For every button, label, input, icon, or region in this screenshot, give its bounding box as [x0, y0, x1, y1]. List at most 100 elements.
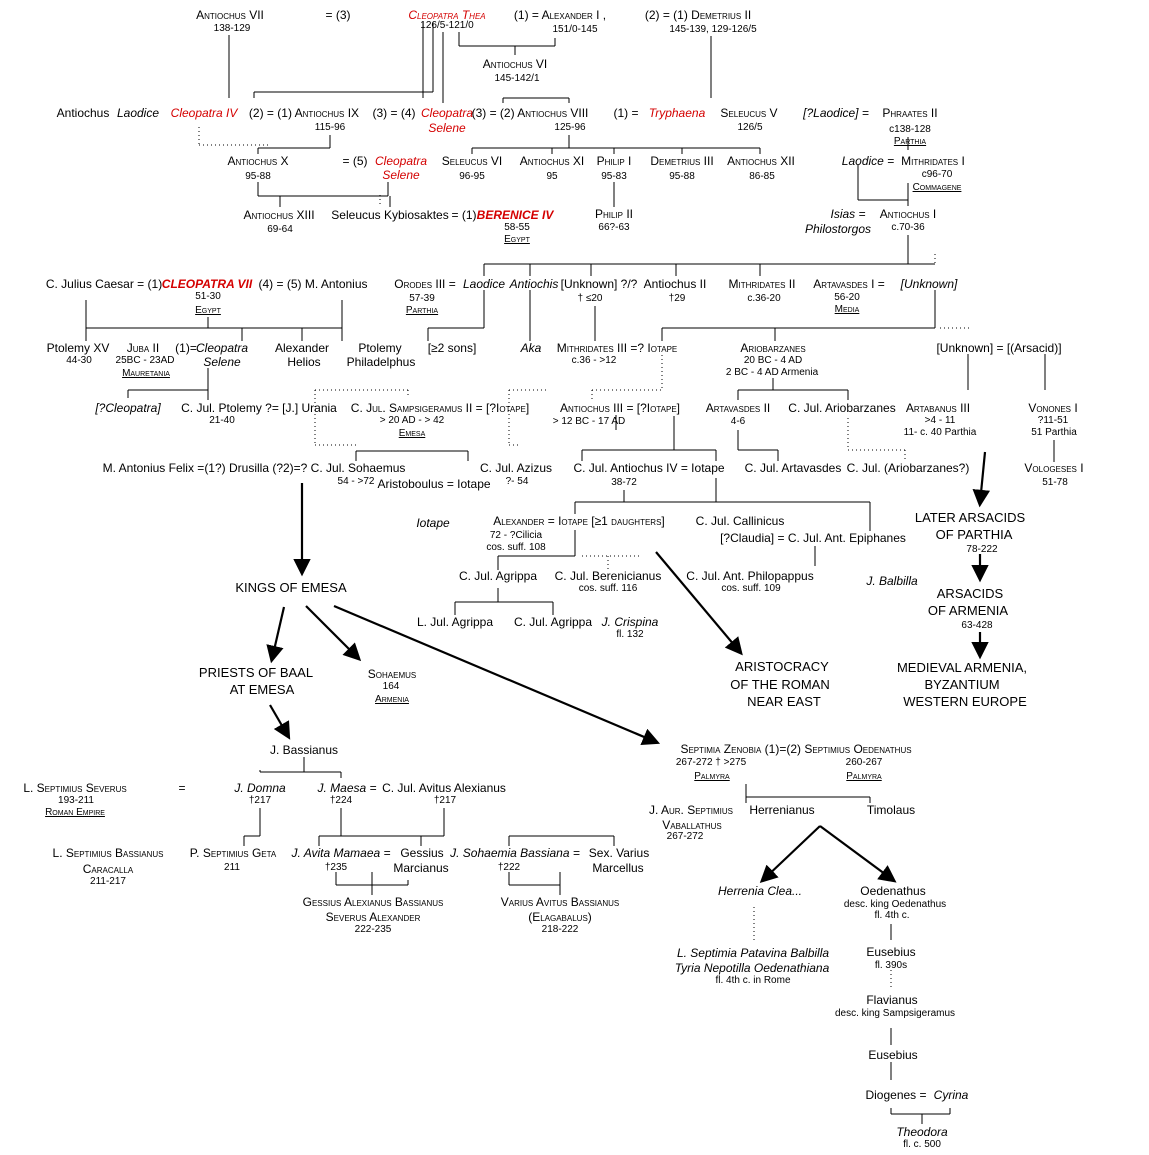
person-later-arsacids: LATER ARSACIDS	[914, 510, 1026, 525]
person-later-arsacids-d: 78-222	[966, 544, 998, 555]
person-artavasdes2-dates: 4-6	[730, 416, 746, 427]
person-zenobia-realm: Palmyra	[694, 771, 730, 782]
person-cleopatra-thea: Cleopatra Thea	[408, 8, 486, 22]
person-ariobarzanes: Ariobarzanes	[740, 341, 806, 355]
person-flavianus-d: desc. king Sampsigeramus	[834, 1008, 956, 1019]
person-unknown-a-date: † ≤20	[577, 293, 603, 304]
person-phraates2: Phraates II	[882, 106, 938, 120]
person-varius2: Marcellus	[592, 861, 644, 875]
person-antiochus12: Antiochus XII	[727, 154, 795, 168]
person-antiochus9-dates: 115-96	[314, 122, 346, 133]
descent-arrow	[759, 825, 821, 884]
person-herrenia: Herrenia Clea...	[717, 884, 803, 898]
person-aristocracy: ARISTOCRACY	[735, 659, 829, 674]
person-mithridates2: Mithridates II	[728, 277, 796, 291]
person-antiochus2c: Antiochus II	[643, 277, 707, 291]
person-berenicianus: C. Jul. Berenicianus	[554, 569, 662, 583]
person-unknown-c: [Unknown] = [(Arsacid)]	[936, 341, 1062, 355]
person-antiochus8: (3) = (2) Antiochus VIII	[471, 106, 589, 120]
person-oedenathus2: Oedenathus	[860, 884, 926, 898]
person-epiphanes: [?Claudia] = C. Jul. Ant. Epiphanes	[720, 531, 906, 545]
person-medieval: MEDIEVAL ARMENIA,	[896, 660, 1028, 675]
person-laodice-a: Laodice	[116, 106, 160, 120]
person-mithridates1: Mithridates I	[901, 154, 965, 168]
person-arsacids-arm-d: 63-428	[961, 620, 993, 631]
person-agrippa-c2: C. Jul. Agrippa	[513, 615, 593, 629]
person-oedenathus-d: 260-267	[845, 757, 883, 768]
person-artavasdes1-dates: 56-20	[834, 292, 860, 303]
descent-arrow	[819, 825, 897, 883]
person-herrenianus: Herrenianus	[749, 803, 815, 817]
person-two-sons: [≥2 sons]	[427, 341, 477, 355]
person-seleucus5-dates: 126/5	[737, 122, 763, 133]
person-alexander-c-d2: cos. suff. 108	[486, 542, 546, 553]
person-antiochus13: Antiochus XIII	[243, 208, 315, 222]
person-theodora: Theodora	[896, 1125, 948, 1139]
person-mithridates2-dates: c.36-20	[747, 293, 781, 304]
person-caracalla2: Caracalla	[82, 862, 134, 876]
person-ptolemy-phil2: Philadelphus	[346, 355, 416, 369]
person-severus-eq: =	[178, 781, 186, 795]
person-diogenes: Diogenes =	[865, 1088, 927, 1102]
person-sampsigeramus-realm: Emesa	[398, 428, 426, 439]
person-cleopatra-selene-b: Cleopatra	[374, 154, 428, 168]
person-callinicus: C. Jul. Callinicus	[695, 514, 785, 528]
person-azizus-dates: ?- 54	[505, 476, 529, 487]
person-alexander-helios2: Helios	[287, 355, 321, 369]
person-cleopatra7-realm: Egypt	[195, 305, 221, 316]
person-oedenathus-realm: Palmyra	[846, 771, 882, 782]
person-sampsigeramus-dates: > 20 AD - > 42	[379, 415, 445, 426]
person-berenice4-eq: = (1)	[451, 208, 477, 222]
person-maesa: J. Maesa =	[317, 781, 377, 795]
person-demetrius2: (2) = (1) Demetrius II	[644, 8, 752, 22]
person-caracalla-d: 211-217	[90, 876, 126, 887]
person-alexander1: (1) = Alexander I ,	[513, 8, 607, 22]
descent-arrow	[305, 605, 362, 662]
person-artabanus3-d: >4 - 11	[924, 415, 956, 426]
person-artavasdes1: Artavasdes I =	[813, 277, 885, 291]
person-cleopatra-thea-dates: 126/5-121/0	[420, 20, 474, 31]
person-isias: Isias =	[830, 207, 866, 221]
person-vaballathus: J. Aur. Septimius	[648, 803, 734, 817]
person-demetrius2-dates: 145-139, 129-126/5	[669, 24, 757, 35]
person-cleopatra-selene-c: Cleopatra	[195, 341, 249, 355]
person-seleucus6-dates: 96-95	[459, 171, 485, 182]
person-balbilla-l2: Tyria Nepotilla Oedenathiana	[674, 961, 830, 975]
person-cleopatra-q: [?Cleopatra]	[95, 401, 161, 415]
person-mithridates3-dates: c.36 - >12	[571, 355, 617, 366]
person-zenobia: Septimia Zenobia (1)=(2) Septimius Oeden…	[680, 742, 912, 756]
person-alexander-helios: Alexander	[274, 341, 330, 355]
person-berenice4-dates: 58-55	[504, 222, 530, 233]
person-eusebius1-d: fl. 390s	[874, 960, 908, 971]
person-demetrius3: Demetrius III	[650, 154, 714, 168]
person-agrippa-l: L. Jul. Agrippa	[416, 615, 494, 629]
person-cleopatra-selene2: Selene	[428, 121, 466, 135]
person-juba2-eq: (1)=	[175, 341, 197, 355]
person-avitus: C. Jul. Avitus Alexianus	[382, 781, 506, 795]
person-philip2: Philip II	[594, 207, 634, 221]
person-artabanus3: Artabanus III	[905, 401, 971, 415]
person-antiochus6: Antiochus VI	[482, 57, 548, 71]
person-seleucus5: Seleucus V	[720, 106, 778, 120]
person-berenice4-realm: Egypt	[504, 234, 530, 245]
person-maesa-d: †224	[329, 795, 353, 806]
person-antiochus11: Antiochus XI	[519, 154, 585, 168]
person-sohaemus-k: Sohaemus	[367, 667, 417, 681]
person-vonones1-d: ?11-51	[1037, 415, 1069, 426]
person-oedenathus2-d2: fl. 4th c.	[874, 910, 910, 921]
person-aristocracy3: NEAR EAST	[747, 694, 821, 709]
person-vonones1: Vonones I	[1028, 401, 1078, 415]
person-philip2-dates: 66?-63	[598, 222, 630, 233]
person-domna: J. Domna	[234, 781, 286, 795]
person-cleopatra4: Cleopatra IV	[170, 106, 238, 120]
person-antiochus1c-dates: c.70-36	[891, 222, 925, 233]
person-phraates2-realm: Parthia	[893, 136, 927, 147]
person-sohaemus-k-realm: Armenia	[375, 694, 409, 705]
person-crispina: J. Crispina	[601, 615, 659, 629]
person-antiochus8-dates: 125-96	[554, 122, 586, 133]
person-crispina-d: fl. 132	[616, 629, 644, 640]
person-alexander-sev2: Severus Alexander	[325, 910, 421, 924]
person-gessius2: Marcianus	[393, 861, 449, 875]
person-artavasdes1-realm: Media	[834, 304, 860, 315]
person-antiochus13-dates: 69-64	[267, 224, 293, 235]
